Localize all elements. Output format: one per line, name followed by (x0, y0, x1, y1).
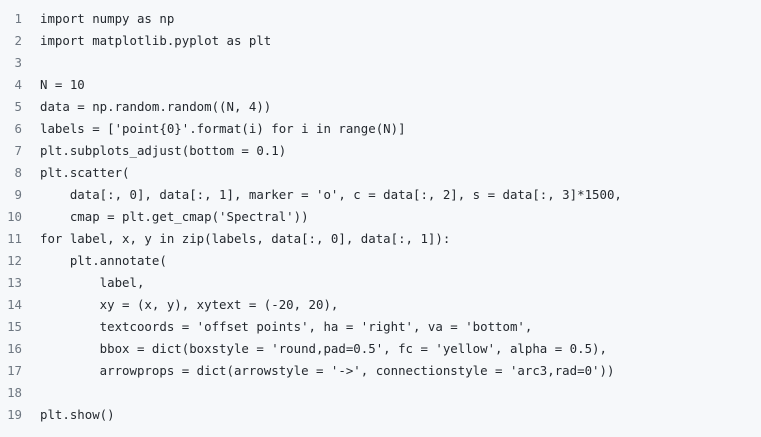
line-number: 4 (14, 76, 22, 92)
line-code: labels = ['point{0}'.format(i) for i in … (40, 120, 406, 136)
line-number: 13 (7, 274, 22, 290)
line-code: arrowprops = dict(arrowstyle = '->', con… (40, 362, 615, 378)
code-line: 11 for label, x, y in zip(labels, data[:… (0, 227, 761, 249)
line-number: 17 (7, 362, 22, 378)
line-number: 9 (14, 186, 22, 202)
code-line: 12 plt.annotate( (0, 249, 761, 271)
line-number: 2 (14, 32, 22, 48)
line-number: 14 (7, 296, 22, 312)
code-line: 8 plt.scatter( (0, 161, 761, 183)
code-line: 1 import numpy as np (0, 7, 761, 29)
line-code: import numpy as np (40, 10, 175, 26)
code-line: 5 data = np.random.random((N, 4)) (0, 95, 761, 117)
line-code: for label, x, y in zip(labels, data[:, 0… (40, 230, 451, 246)
line-code: import matplotlib.pyplot as plt (40, 32, 272, 48)
line-code: xy = (x, y), xytext = (-20, 20), (40, 296, 339, 312)
line-number: 19 (7, 406, 22, 422)
line-code: N = 10 (40, 76, 85, 92)
line-number: 15 (7, 318, 22, 334)
line-code: textcoords = 'offset points', ha = 'righ… (40, 318, 533, 334)
line-number: 6 (14, 120, 22, 136)
line-number: 16 (7, 340, 22, 356)
line-number: 7 (14, 142, 22, 158)
code-line: 2 import matplotlib.pyplot as plt (0, 29, 761, 51)
code-line: 10 cmap = plt.get_cmap('Spectral')) (0, 205, 761, 227)
line-code: label, (40, 274, 145, 290)
line-number: 10 (7, 208, 22, 224)
line-code: plt.scatter( (40, 164, 130, 180)
line-number: 3 (14, 54, 22, 70)
line-number: 1 (14, 10, 22, 26)
line-code: data[:, 0], data[:, 1], marker = 'o', c … (40, 186, 622, 202)
code-line: 19 plt.show() (0, 403, 761, 425)
code-line: 6 labels = ['point{0}'.format(i) for i i… (0, 117, 761, 139)
code-line: 17 arrowprops = dict(arrowstyle = '->', … (0, 359, 761, 381)
code-line: 18 (0, 381, 761, 403)
code-line: 4 N = 10 (0, 73, 761, 95)
line-code: bbox = dict(boxstyle = 'round,pad=0.5', … (40, 340, 607, 356)
code-line: 7 plt.subplots_adjust(bottom = 0.1) (0, 139, 761, 161)
code-line: 14 xy = (x, y), xytext = (-20, 20), (0, 293, 761, 315)
code-line: 15 textcoords = 'offset points', ha = 'r… (0, 315, 761, 337)
line-code: data = np.random.random((N, 4)) (40, 98, 272, 114)
line-code: cmap = plt.get_cmap('Spectral')) (40, 208, 309, 224)
code-line: 13 label, (0, 271, 761, 293)
line-code: plt.show() (40, 406, 115, 422)
code-line: 9 data[:, 0], data[:, 1], marker = 'o', … (0, 183, 761, 205)
line-code: plt.subplots_adjust(bottom = 0.1) (40, 142, 287, 158)
code-line: 16 bbox = dict(boxstyle = 'round,pad=0.5… (0, 337, 761, 359)
code-line: 3 (0, 51, 761, 73)
line-number: 11 (7, 230, 22, 246)
line-number: 8 (14, 164, 22, 180)
line-number: 18 (7, 384, 22, 400)
line-code: plt.annotate( (40, 252, 167, 268)
line-number: 12 (7, 252, 22, 268)
line-number: 5 (14, 98, 22, 114)
